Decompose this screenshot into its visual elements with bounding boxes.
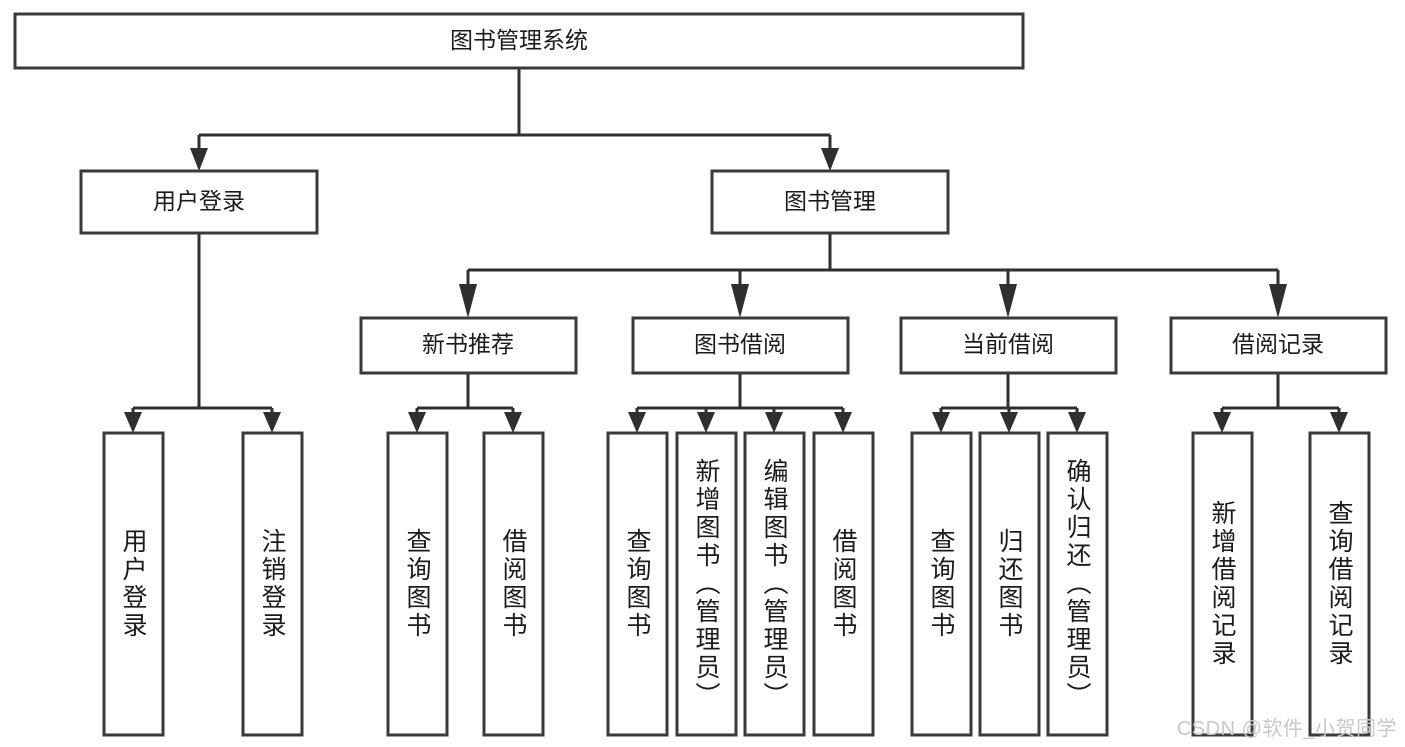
node-box-shape [13, 12, 1025, 70]
node-label: 图书管理 [784, 188, 876, 214]
node-box-shape [675, 431, 738, 737]
arrow-head-icon [731, 284, 749, 318]
node-box-shape [386, 431, 449, 737]
connector-book-borrow-to-leaves [628, 373, 852, 433]
leaf-label: 归还图书 [995, 528, 1024, 640]
node-root-system[interactable]: 图书管理系统 [13, 12, 1025, 70]
node-new-book-recommend[interactable]: 新书推荐 [359, 316, 578, 375]
node-box-shape [102, 431, 165, 737]
arrow-head-icon [1330, 412, 1348, 433]
leaf-node-edit-book-admin[interactable]: 编辑图书（管理员） [743, 431, 806, 737]
leaf-label: 借阅图书 [499, 528, 528, 640]
leaf-node-query-borrow-record[interactable]: 查询借阅记录 [1308, 431, 1371, 737]
node-label: 图书借阅 [694, 331, 786, 357]
leaf-node-user-login[interactable]: 用户登录 [102, 431, 165, 737]
arrow-head-icon [821, 148, 839, 171]
arrow-head-icon [834, 412, 852, 433]
connector-borrow-record-to-leaves [1213, 373, 1348, 433]
node-label: 用户登录 [153, 188, 245, 214]
node-current-borrow[interactable]: 当前借阅 [899, 316, 1118, 375]
arrow-head-icon [124, 412, 142, 433]
node-label: 新书推荐 [422, 331, 514, 357]
node-box-shape [1169, 316, 1388, 375]
arrow-head-icon [263, 412, 281, 433]
node-box-shape [710, 169, 950, 235]
leaf-label: 查询图书 [927, 528, 956, 640]
leaf-node-query-book-borrow[interactable]: 查询图书 [606, 431, 669, 737]
arrow-head-icon [1213, 412, 1231, 433]
node-box-shape [1308, 431, 1371, 737]
arrow-head-icon [1068, 412, 1086, 433]
node-box-shape [631, 316, 850, 375]
leaf-label: 编辑图书（管理员） [760, 458, 789, 710]
node-box-shape [812, 431, 875, 737]
node-box-shape [482, 431, 545, 737]
arrow-head-icon [999, 284, 1017, 318]
connector-new-book-to-leaves [408, 373, 522, 433]
node-box-shape [241, 431, 304, 737]
leaf-node-return-book[interactable]: 归还图书 [978, 431, 1041, 737]
leaf-node-query-book-recommend[interactable]: 查询图书 [386, 431, 449, 737]
node-borrow-record[interactable]: 借阅记录 [1169, 316, 1388, 375]
arrow-head-icon [697, 412, 715, 433]
leaf-label: 查询借阅记录 [1325, 500, 1354, 668]
node-box-shape [910, 431, 973, 737]
leaf-label: 注销登录 [258, 528, 287, 640]
arrow-head-icon [765, 412, 783, 433]
leaf-node-borrow-book-recommend[interactable]: 借阅图书 [482, 431, 545, 737]
leaf-label: 新增借阅记录 [1208, 500, 1237, 668]
arrow-head-icon [932, 412, 950, 433]
node-box-shape [606, 431, 669, 737]
node-box-shape [1046, 431, 1109, 737]
leaf-node-add-borrow-record[interactable]: 新增借阅记录 [1191, 431, 1254, 737]
connector-book-management-to-level3 [459, 233, 1287, 318]
leaf-label: 新增图书（管理员） [692, 458, 721, 710]
leaf-node-confirm-return-admin[interactable]: 确认归还（管理员） [1046, 431, 1109, 737]
leaf-node-query-book-current[interactable]: 查询图书 [910, 431, 973, 737]
leaf-label: 用户登录 [119, 528, 148, 640]
node-user-login[interactable]: 用户登录 [79, 169, 319, 235]
node-box-shape [359, 316, 578, 375]
leaf-node-logout[interactable]: 注销登录 [241, 431, 304, 737]
node-box-shape [978, 431, 1041, 737]
leaf-label: 查询图书 [623, 528, 652, 640]
node-book-management[interactable]: 图书管理 [710, 169, 950, 235]
node-label: 当前借阅 [962, 331, 1054, 357]
node-label: 借阅记录 [1232, 331, 1324, 357]
arrow-head-icon [628, 412, 646, 433]
node-box-shape [1191, 431, 1254, 737]
connector-current-borrow-to-leaves [932, 373, 1086, 433]
node-box-shape [899, 316, 1118, 375]
arrow-head-icon [190, 148, 208, 171]
arrow-head-icon [1269, 284, 1287, 318]
connector-root-to-level2 [190, 68, 839, 171]
arrow-head-icon [408, 412, 426, 433]
arrow-head-icon [459, 284, 477, 318]
leaf-node-add-book-admin[interactable]: 新增图书（管理员） [675, 431, 738, 737]
node-box-shape [79, 169, 319, 235]
node-label: 图书管理系统 [450, 27, 588, 53]
node-box-shape [743, 431, 806, 737]
node-book-borrow[interactable]: 图书借阅 [631, 316, 850, 375]
leaf-label: 查询图书 [403, 528, 432, 640]
arrow-head-icon [504, 412, 522, 433]
leaf-label: 借阅图书 [829, 528, 858, 640]
leaf-label: 确认归还（管理员） [1063, 458, 1092, 710]
arrow-head-icon [1000, 412, 1018, 433]
leaf-node-borrow-book[interactable]: 借阅图书 [812, 431, 875, 737]
connector-user-login-to-leaves [124, 233, 281, 433]
